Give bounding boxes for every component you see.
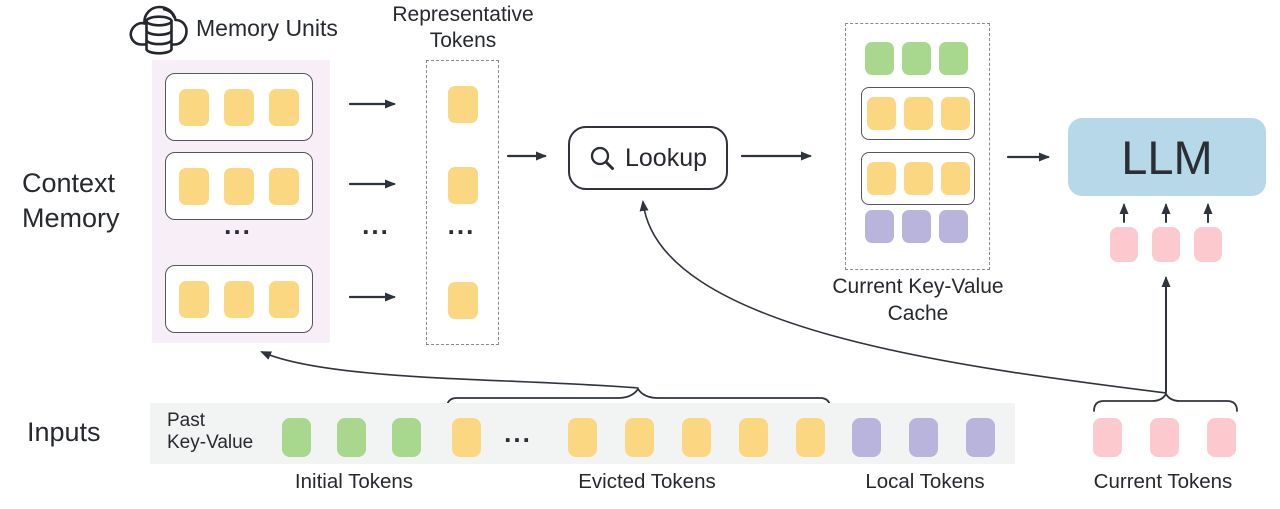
context-memory-label: Context Memory: [22, 166, 120, 236]
purple-token: [852, 418, 881, 457]
pink-token: [1110, 227, 1138, 262]
green-token: [939, 42, 968, 75]
memory-unit-3: [165, 265, 313, 333]
purple-token: [939, 210, 968, 243]
evicted-tokens-ellipsis: ...: [504, 418, 532, 448]
yellow-token: [866, 97, 896, 130]
current-tokens-group: [1093, 418, 1236, 457]
green-token: [392, 418, 421, 457]
yellow-token: [940, 97, 970, 130]
representative-token-3: [448, 282, 478, 319]
memory-unit-3-tokens: [179, 280, 299, 318]
pink-token: [1150, 418, 1179, 457]
evicted-tokens-head: [452, 418, 481, 457]
yellow-token: [452, 418, 481, 457]
yellow-token: [448, 167, 478, 204]
representative-tokens-label: Representative Tokens: [363, 2, 563, 54]
purple-token: [966, 418, 995, 457]
representative-tokens-box: [426, 60, 499, 345]
cache-label-line1: Current Key-Value: [832, 275, 1004, 298]
current-tokens-label: Current Tokens: [1093, 470, 1233, 493]
yellow-token: [568, 418, 597, 457]
cloud-database-icon: [127, 0, 189, 57]
inputs-label: Inputs: [27, 417, 101, 447]
yellow-token: [179, 280, 209, 318]
memory-unit-2: [165, 152, 313, 220]
memory-unit-1-tokens: [179, 88, 299, 126]
yellow-token: [224, 88, 254, 126]
current-kv-cache-label: Current Key-Value Cache: [818, 273, 1018, 327]
pink-token: [1194, 227, 1222, 262]
context-memory-label-line2: Memory: [22, 203, 120, 233]
yellow-token: [625, 418, 654, 457]
evicted-tokens-tail: [568, 418, 825, 457]
yellow-token: [739, 418, 768, 457]
cache-memory-unit-1: [861, 87, 975, 140]
memory-unit-1: [165, 73, 313, 141]
cache-memory-unit-1-tokens: [866, 97, 970, 130]
yellow-token: [448, 86, 478, 123]
llm-box: LLM: [1068, 118, 1266, 196]
llm-input-tokens: [1110, 227, 1222, 262]
yellow-token: [224, 280, 254, 318]
yellow-token: [269, 167, 299, 205]
context-memory-label-line1: Context: [22, 168, 116, 198]
cache-memory-unit-2-tokens: [866, 162, 970, 195]
green-token: [865, 42, 894, 75]
green-token: [902, 42, 931, 75]
magnifier-icon: [589, 145, 615, 171]
representative-ellipsis: ...: [447, 210, 476, 240]
purple-token: [902, 210, 931, 243]
representative-label-line2: Tokens: [429, 29, 497, 52]
cache-local-tokens-row: [845, 210, 988, 243]
green-token: [337, 418, 366, 457]
memory-unit-2-tokens: [179, 167, 299, 205]
initial-tokens-group: [282, 418, 421, 457]
yellow-token: [866, 162, 896, 195]
pink-token: [1207, 418, 1236, 457]
representative-token-1: [448, 86, 478, 123]
yellow-token: [903, 97, 933, 130]
arrows-column-ellipsis: ...: [362, 210, 390, 240]
cache-initial-tokens-row: [845, 42, 988, 75]
yellow-token: [682, 418, 711, 457]
past-kv-line1: Past: [167, 410, 206, 431]
pink-token: [1093, 418, 1122, 457]
lookup-label: Lookup: [624, 143, 708, 172]
memory-units-ellipsis: ...: [224, 210, 252, 240]
lookup-button: Lookup: [568, 126, 728, 190]
llm-label: LLM: [1121, 130, 1213, 184]
yellow-token: [224, 167, 254, 205]
evicted-tokens-label: Evicted Tokens: [578, 470, 716, 493]
pink-token: [1152, 227, 1180, 262]
current-kv-cache-box: [845, 23, 990, 270]
yellow-token: [903, 162, 933, 195]
yellow-token: [269, 280, 299, 318]
past-key-value-label: Past Key-Value: [167, 410, 253, 454]
local-tokens-group: [852, 418, 995, 457]
yellow-token: [179, 88, 209, 126]
representative-token-2: [448, 167, 478, 204]
initial-tokens-label: Initial Tokens: [294, 470, 414, 493]
brace-current-tokens: [1093, 392, 1238, 412]
purple-token: [865, 210, 894, 243]
memory-units-label: Memory Units: [196, 15, 338, 41]
yellow-token: [269, 88, 299, 126]
yellow-token: [940, 162, 970, 195]
local-tokens-label: Local Tokens: [865, 470, 985, 493]
cache-memory-unit-2: [861, 152, 975, 205]
past-kv-line2: Key-Value: [167, 432, 254, 453]
cache-label-line2: Cache: [887, 302, 949, 325]
representative-label-line1: Representative: [392, 3, 534, 26]
green-token: [282, 418, 311, 457]
purple-token: [909, 418, 938, 457]
curved-arrow-evicted-to-context-memory: [260, 351, 639, 389]
yellow-token: [448, 282, 478, 319]
yellow-token: [179, 167, 209, 205]
yellow-token: [796, 418, 825, 457]
